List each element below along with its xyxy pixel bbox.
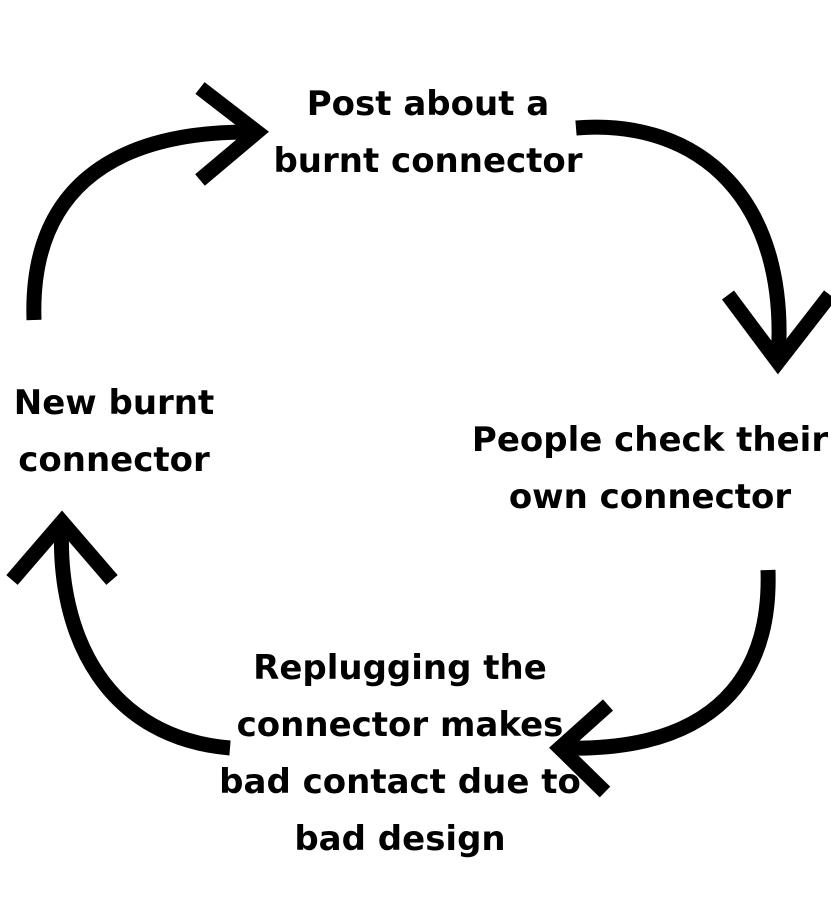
arrow-post-to-people (575, 119, 787, 361)
node-people-check-connector: People check their own connector (469, 412, 831, 526)
node-text-line: People check their (471, 420, 829, 460)
node-post-about-burnt-connector: Post about a burnt connector (258, 76, 598, 190)
arrow-people-to-replug (561, 569, 776, 756)
arrowhead-new-to-post (195, 82, 269, 186)
node-text-line: bad contact due to (219, 762, 581, 802)
node-text-line: Post about a (306, 84, 550, 124)
node-text-line: burnt connector (273, 141, 583, 181)
arrowhead-post-to-people (721, 290, 831, 375)
node-new-burnt-connector: New burnt connector (0, 375, 228, 489)
arrowhead-people-to-replug (549, 699, 614, 798)
node-replugging-connector: Replugging the connector makes bad conta… (190, 640, 610, 868)
arrow-new-to-post (26, 124, 256, 321)
arrow-replug-to-new (53, 519, 231, 756)
node-text-line: Replugging the (253, 648, 547, 688)
node-text-line: connector (18, 440, 210, 480)
node-text-line: bad design (294, 819, 506, 859)
node-text-line: connector makes (236, 705, 564, 745)
arrowhead-replug-to-new (6, 510, 118, 585)
node-text-line: New burnt (13, 383, 215, 423)
node-text-line: own connector (508, 477, 792, 517)
